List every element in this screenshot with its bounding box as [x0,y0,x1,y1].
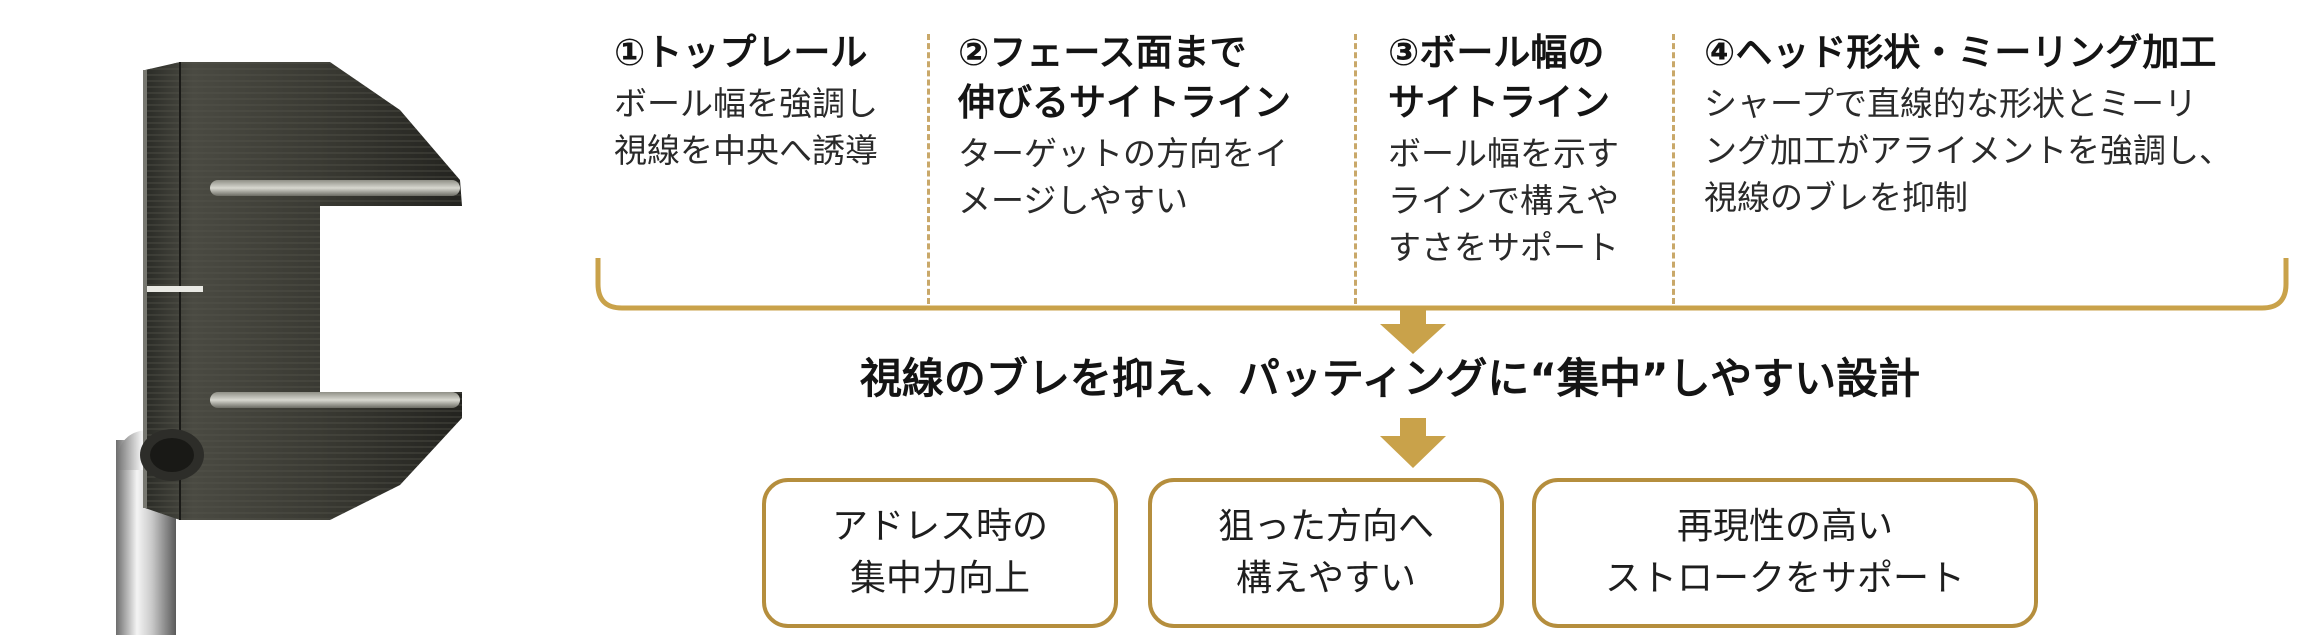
benefit-line: 再現性の高い [1676,506,1893,547]
benefit-box-aim: 狙った方向へ 構えやすい [1148,478,1504,628]
feature-description: ボール幅を示す ラインで構えや すさをサポート [1388,130,1688,271]
feature-desc-line: シャープで直線的な形状とミーリ [1704,84,2198,123]
feature-title: ④ヘッド形状・ミーリング加工 [1704,28,2284,78]
feature-title-line: ①トップレール [614,31,868,74]
feature-desc-line: ボール幅を示す [1388,134,1619,173]
benefit-line: 構えやすい [1235,558,1416,599]
benefit-box-focus: アドレス時の 集中力向上 [762,478,1118,628]
benefit-line: 狙った方向へ [1217,506,1434,547]
feature-top-rail: ①トップレール ボール幅を強調し 視線を中央へ誘導 [614,28,914,174]
down-arrow-icon [1380,418,1446,468]
feature-desc-line: ラインで構えや [1388,181,1619,220]
feature-head-shape-milling: ④ヘッド形状・ミーリング加工 シャープで直線的な形状とミーリ ング加工がアライメ… [1704,28,2284,221]
putter-illustration [116,62,462,639]
feature-title-line: ③ボール幅の [1388,31,1605,74]
feature-title-line: ②フェース面まで [958,31,1247,74]
feature-title: ①トップレール [614,28,914,78]
feature-title-line: 伸びるサイトライン [958,81,1291,124]
benefit-box-repeatability: 再現性の高い ストロークをサポート [1532,478,2038,628]
putter-head-image [0,0,560,639]
features-section: ①トップレール ボール幅を強調し 視線を中央へ誘導 ②フェース面まで 伸びるサイ… [596,14,2286,314]
feature-desc-line: すさをサポート [1388,228,1619,267]
feature-desc-line: 視線を中央へ誘導 [614,131,878,170]
feature-description: ボール幅を強調し 視線を中央へ誘導 [614,80,914,174]
feature-desc-line: メージしやすい [958,181,1189,220]
benefit-line: 集中力向上 [849,558,1030,599]
design-conclusion: 視線のブレを抑え、パッティングに“集中”しやすい設計 [859,354,1921,403]
feature-ball-width-line: ③ボール幅の サイトライン ボール幅を示す ラインで構えや すさをサポート [1388,28,1688,271]
feature-desc-line: 視線のブレを抑制 [1704,178,1968,217]
feature-title-line: ④ヘッド形状・ミーリング加工 [1704,31,2217,74]
dashed-divider [1672,34,1675,304]
feature-site-line-face: ②フェース面まで 伸びるサイトライン ターゲットの方向をイ メージしやすい [958,28,1358,224]
dashed-divider [927,34,930,304]
feature-description: シャープで直線的な形状とミーリ ング加工がアライメントを強調し、 視線のブレを抑… [1704,80,2284,221]
benefit-line: ストロークをサポート [1604,558,1965,599]
feature-description: ターゲットの方向をイ メージしやすい [958,130,1358,224]
dashed-divider [1354,34,1357,304]
feature-title-line: サイトライン [1388,81,1610,124]
feature-title: ③ボール幅の サイトライン [1388,28,1688,128]
feature-title: ②フェース面まで 伸びるサイトライン [958,28,1358,128]
benefit-line: アドレス時の [831,506,1048,547]
grouping-bracket [595,258,2289,311]
down-arrow-icon [1380,308,1446,354]
feature-desc-line: ボール幅を強調し [614,84,878,123]
feature-desc-line: ング加工がアライメントを強調し、 [1704,131,2232,170]
feature-desc-line: ターゲットの方向をイ [958,134,1288,173]
